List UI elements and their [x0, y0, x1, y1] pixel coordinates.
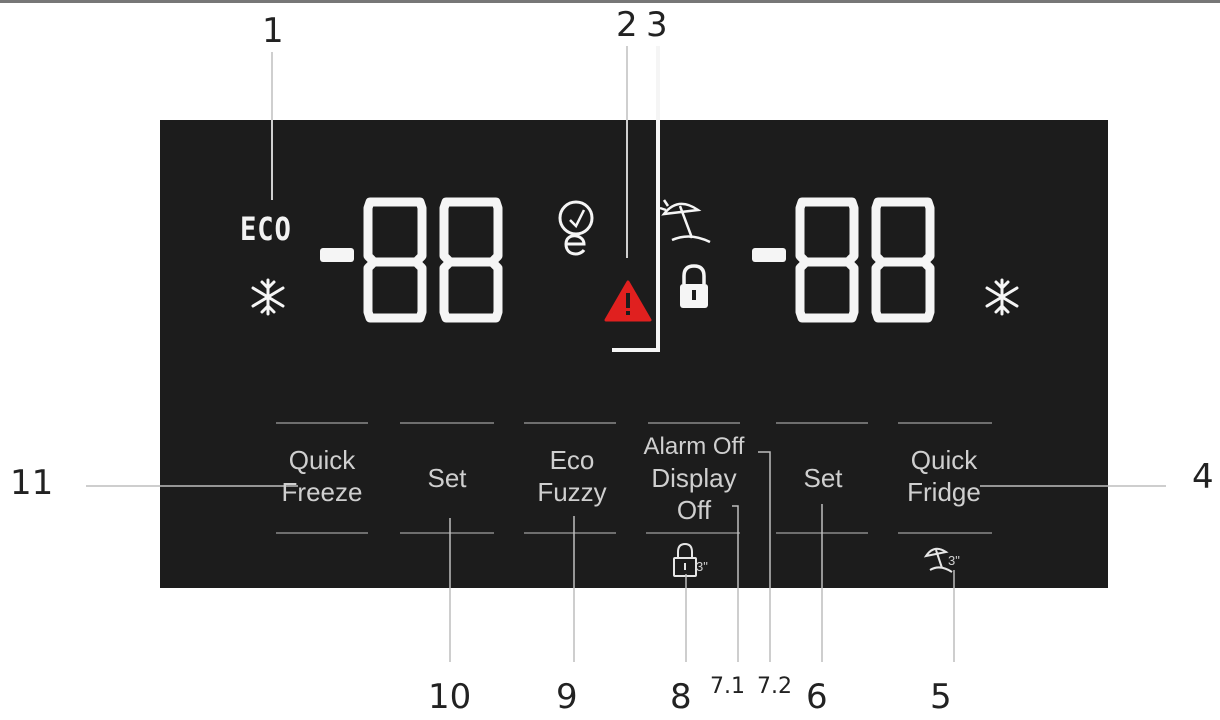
callout-7-1: 7.1	[710, 674, 745, 699]
lock-hold-icon	[673, 542, 697, 577]
callout-6: 6	[806, 677, 828, 717]
vacation-icon	[659, 199, 711, 244]
freezer-temperature-display	[320, 202, 498, 318]
set-left-button[interactable]: Set	[400, 462, 494, 494]
callout-2: 2	[616, 5, 638, 45]
eco-fuzzy-label-1: Eco	[549, 445, 595, 475]
set-right-label: Set	[803, 463, 843, 493]
quick-fridge-label-1: Quick	[910, 445, 978, 475]
quick-freeze-label-2: Freeze	[281, 477, 363, 507]
set-right-button[interactable]: Set	[776, 462, 870, 494]
display-off-label-1: Display	[651, 463, 737, 493]
callout-3: 3	[646, 5, 668, 45]
callout-9: 9	[556, 677, 578, 717]
eco-indicator: ECO	[240, 210, 292, 248]
display-off-button[interactable]: Display Off	[630, 462, 758, 526]
callout-4: 4	[1192, 457, 1214, 497]
callout-11: 11	[10, 463, 54, 503]
alarm-off-label: Alarm Off	[643, 433, 745, 460]
lock-icon	[680, 264, 708, 308]
quick-fridge-button[interactable]: Quick Fridge	[888, 444, 1000, 508]
leader-3	[612, 46, 660, 352]
callout-5: 5	[930, 677, 952, 717]
fridge-snowflake-icon	[985, 278, 1019, 316]
button-leaders	[86, 451, 1166, 662]
vacation-hold-duration: 3"	[948, 553, 960, 568]
set-left-label: Set	[427, 463, 467, 493]
eco-fuzzy-label-2: Fuzzy	[537, 477, 607, 507]
fridge-temperature-display	[752, 202, 930, 318]
display-off-label-2: Off	[676, 495, 712, 525]
alarm-warning-icon	[604, 280, 652, 322]
button-rules	[276, 422, 992, 534]
callout-8: 8	[670, 677, 692, 717]
quick-freeze-button[interactable]: Quick Freeze	[266, 444, 378, 508]
callout-1: 1	[262, 11, 284, 51]
quick-freeze-label-1: Quick	[288, 445, 356, 475]
eco-fuzzy-icon	[558, 200, 594, 256]
callout-7-2: 7.2	[757, 674, 792, 699]
lock-hold-duration: 3"	[696, 559, 708, 574]
callout-10: 10	[428, 677, 472, 717]
vacation-hold-icon	[923, 547, 953, 573]
eco-fuzzy-button[interactable]: Eco Fuzzy	[516, 444, 628, 508]
display-panel	[160, 120, 1108, 588]
freezer-snowflake-icon	[251, 278, 285, 316]
quick-fridge-label-2: Fridge	[907, 477, 981, 507]
top-rule	[0, 0, 1220, 3]
alarm-off-button[interactable]: Alarm Off	[628, 432, 760, 462]
